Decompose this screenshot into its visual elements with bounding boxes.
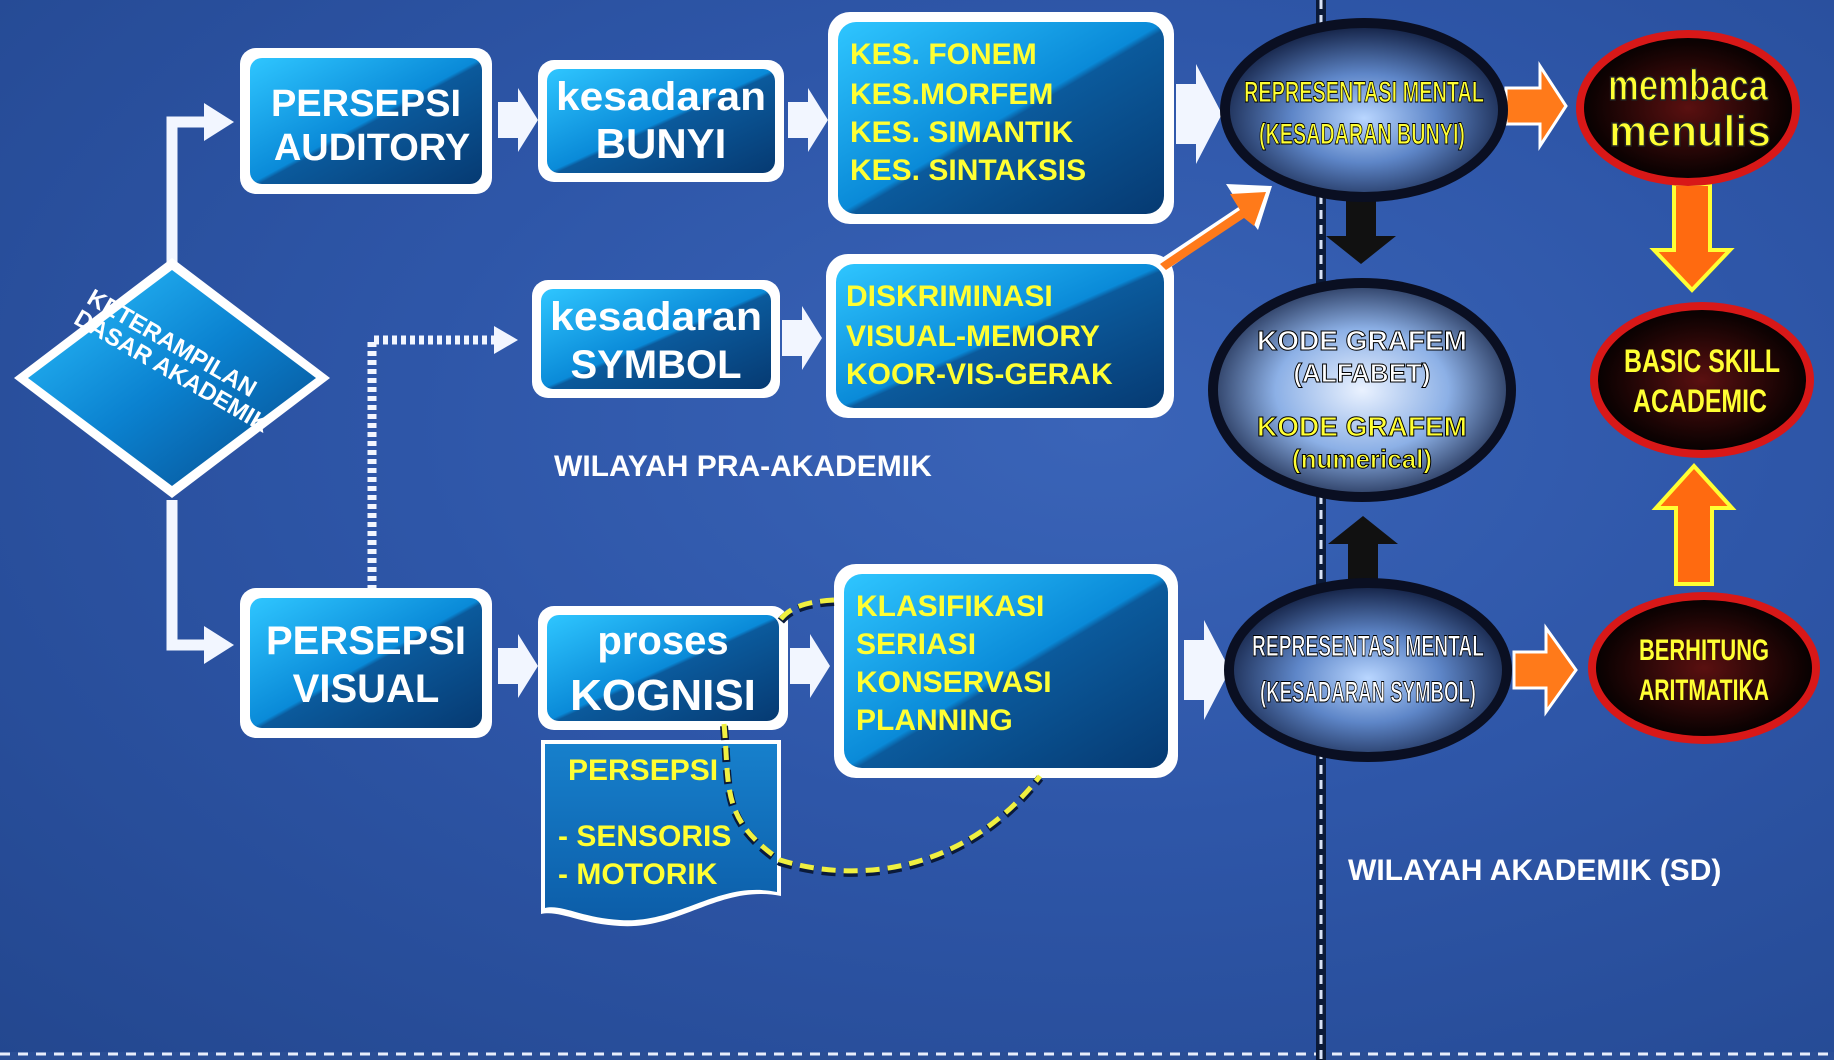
kode-grafem-line2: (ALFABET) [1293, 358, 1430, 388]
oval-berhitung: BERHITUNG ARITMATIKA [1588, 592, 1820, 744]
oval-kode-grafem: KODE GRAFEM (ALFABET) KODE GRAFEM (numer… [1208, 278, 1516, 502]
oval-membaca-menulis: membaca menulis [1576, 30, 1800, 186]
orange-arrow-berhitung-to-basic [1651, 463, 1737, 586]
arrow-symbol-to-visual-list [782, 306, 822, 370]
box-persepsi-auditory: PERSEPSI AUDITORY [240, 48, 492, 194]
kode-grafem-line1: KODE GRAFEM [1257, 325, 1467, 356]
visual-item-2: VISUAL-MEMORY [846, 320, 1100, 353]
oval-basic-skill: BASIC SKILL ACADEMIC [1590, 302, 1814, 458]
doc-persepsi: PERSEPSI - SENSORIS - MOTORIK [541, 740, 781, 927]
black-arrow-down [1326, 196, 1396, 264]
persepsi-auditory-line2: AUDITORY [274, 127, 470, 169]
dotted-connector-visual-to-symbol [367, 335, 498, 590]
kesadaran-symbol-line2: SYMBOL [570, 343, 741, 387]
arrowhead-auditory [204, 103, 234, 141]
region-pra-akademik-label: WILAYAH PRA-AKADEMIK [554, 450, 932, 483]
diamond-keterampilan: KETERAMPILAN DASAR AKADEMIK [14, 258, 330, 498]
rep-bunyi-line2: (KESADARAN BUNYI) [1259, 118, 1465, 151]
box-kes-list: KES. FONEM KES.MORFEM KES. SIMANTIK KES.… [828, 12, 1174, 224]
berhitung-line2: ARITMATIKA [1639, 674, 1769, 707]
arrowhead-symbol [494, 326, 518, 354]
orange-arrow-membaca-to-basic [1649, 182, 1735, 293]
proses-kognisi-line1: proses [597, 619, 728, 663]
doc-persepsi-item1: - SENSORIS [558, 820, 731, 853]
kognisi-item-2: SERIASI [856, 628, 976, 661]
kes-item-4: KES. SINTAKSIS [850, 154, 1086, 187]
orange-arrow-symbol-to-rep-bunyi [1160, 192, 1266, 270]
visual-item-3: KOOR-VIS-GERAK [846, 358, 1113, 391]
persepsi-visual-line1: PERSEPSI [266, 619, 466, 663]
persepsi-auditory-line1: PERSEPSI [271, 83, 461, 125]
box-visual-list: DISKRIMINASI VISUAL-MEMORY KOOR-VIS-GERA… [826, 254, 1174, 418]
kesadaran-symbol-line1: kesadaran [550, 295, 762, 339]
kesadaran-bunyi-line2: BUNYI [596, 120, 727, 167]
arrow-visual-to-kognisi [498, 634, 538, 698]
arrow-bunyi-to-kes [788, 88, 828, 152]
kes-item-1: KES. FONEM [850, 38, 1037, 71]
arrow-auditory-to-bunyi [498, 88, 538, 152]
kode-grafem-line4: (numerical) [1292, 444, 1432, 474]
kode-grafem-line3: KODE GRAFEM [1257, 411, 1467, 442]
persepsi-visual-line2: VISUAL [293, 667, 440, 711]
orange-arrow-to-berhitung [1512, 623, 1578, 717]
basic-skill-line1: BASIC SKILL [1624, 343, 1780, 379]
doc-persepsi-item2: - MOTORIK [558, 858, 718, 891]
kognisi-item-4: PLANNING [856, 704, 1013, 737]
black-arrow-up [1328, 516, 1398, 584]
box-kesadaran-bunyi: kesadaran BUNYI [538, 60, 784, 182]
connector-diamond-to-visual [166, 500, 212, 651]
kognisi-item-1: KLASIFIKASI [856, 590, 1044, 623]
kesadaran-bunyi-line1: kesadaran [556, 75, 766, 119]
arrowhead-visual [204, 626, 234, 664]
connector-diamond-to-auditory [166, 116, 212, 265]
basic-skill-line2: ACADEMIC [1633, 383, 1767, 419]
orange-arrow-to-membaca [1504, 60, 1568, 152]
arrow-kes-to-rep-bunyi [1176, 64, 1222, 164]
membaca-line1: membaca [1608, 61, 1768, 110]
box-persepsi-visual: PERSEPSI VISUAL [240, 588, 492, 738]
rep-symbol-line1: REPRESENTASI MENTAL [1252, 630, 1484, 663]
dashed-connector-loop [721, 723, 1042, 874]
membaca-line2: menulis [1609, 107, 1771, 156]
kes-item-2: KES.MORFEM [850, 78, 1053, 111]
box-proses-kognisi: proses KOGNISI [538, 606, 788, 730]
rep-bunyi-line1: REPRESENTASI MENTAL [1244, 76, 1484, 109]
kognisi-item-3: KONSERVASI [856, 666, 1052, 699]
doc-persepsi-title: PERSEPSI [568, 754, 718, 787]
dashed-connector-kognisi-list-top [778, 597, 835, 622]
region-akademik-label: WILAYAH AKADEMIK (SD) [1348, 854, 1721, 887]
arrow-list-to-rep-symbol [1184, 620, 1230, 720]
box-kesadaran-symbol: kesadaran SYMBOL [532, 280, 780, 398]
bottom-strip [0, 1052, 1834, 1060]
berhitung-line1: BERHITUNG [1639, 634, 1769, 667]
oval-rep-symbol: REPRESENTASI MENTAL (KESADARAN SYMBOL) [1224, 578, 1512, 762]
box-kognisi-list: KLASIFIKASI SERIASI KONSERVASI PLANNING [834, 564, 1178, 778]
rep-symbol-line2: (KESADARAN SYMBOL) [1260, 676, 1476, 709]
kes-item-3: KES. SIMANTIK [850, 116, 1074, 149]
oval-rep-bunyi: REPRESENTASI MENTAL (KESADARAN BUNYI) [1220, 18, 1508, 202]
proses-kognisi-line2: KOGNISI [570, 671, 756, 720]
arrow-kognisi-to-list [790, 634, 830, 698]
dashed-connector-loop-shadow [720, 725, 1044, 877]
visual-item-1: DISKRIMINASI [846, 280, 1053, 313]
